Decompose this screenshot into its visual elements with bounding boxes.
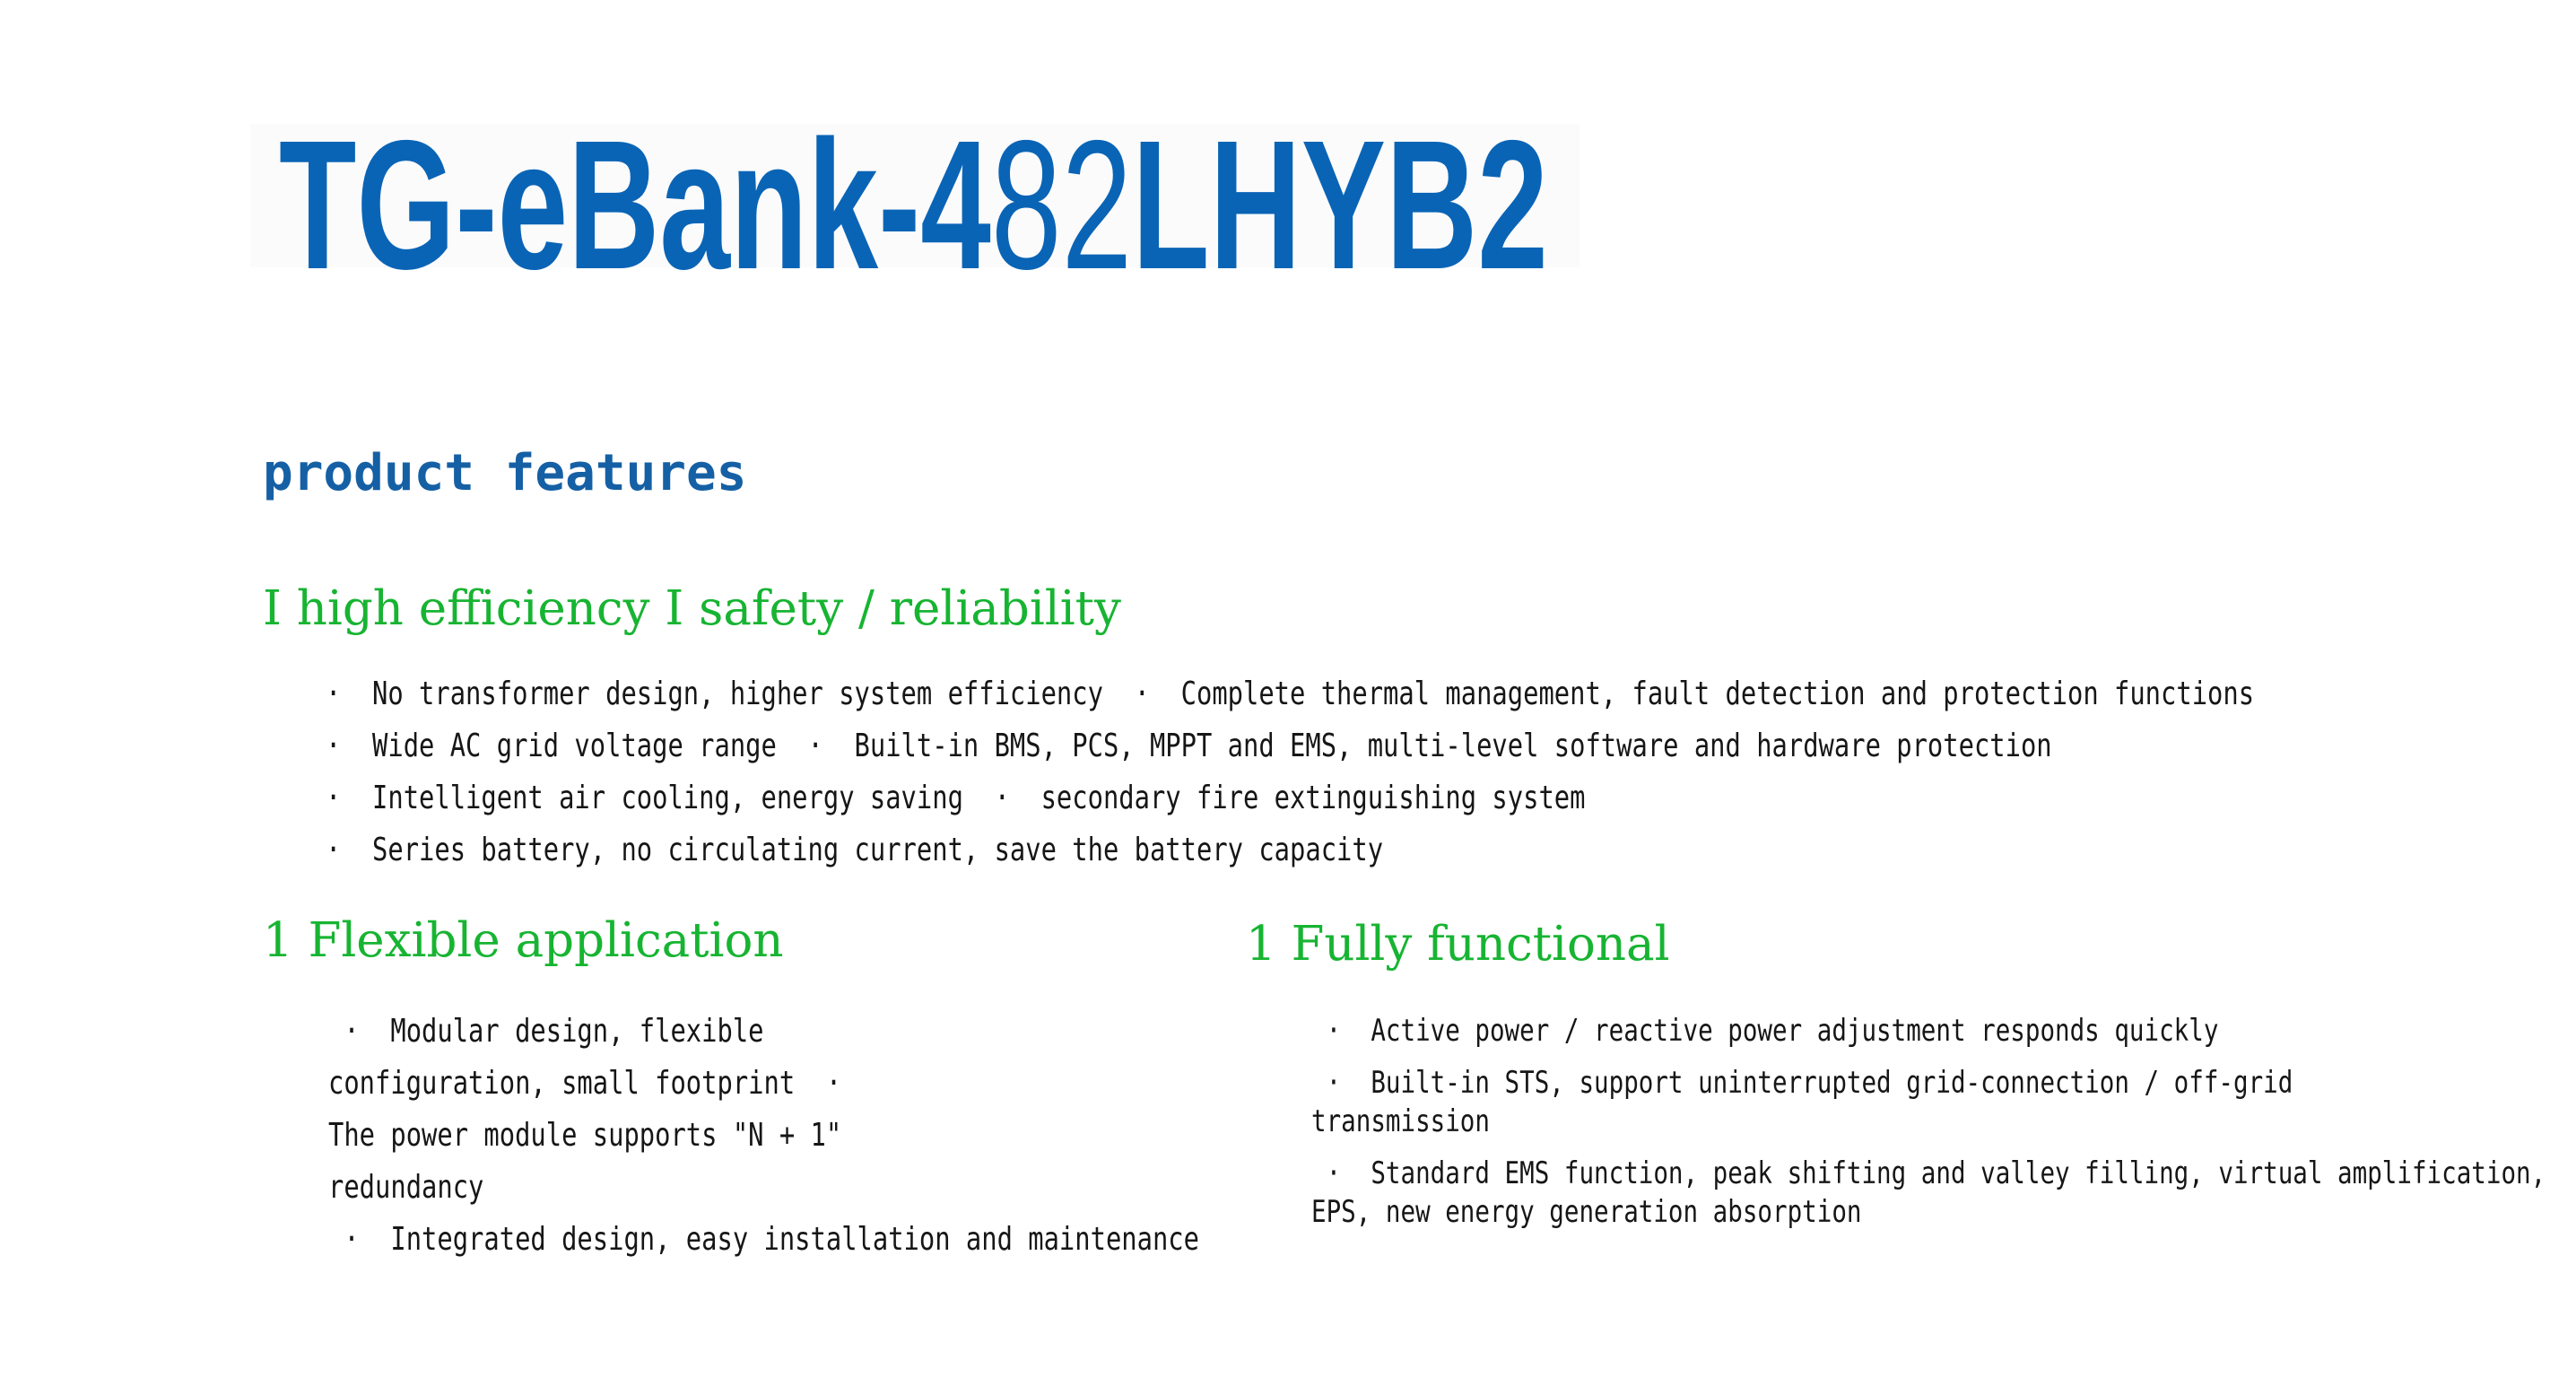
bullet-line-configuration: configuration, small footprint ·: [328, 1065, 842, 1102]
section-heading-flexible-application: 1 Flexible application: [263, 913, 784, 968]
bullet-line-integrated-design: · Integrated design, easy installation a…: [328, 1221, 1199, 1258]
high-efficiency-bullet-list: · No transformer design, higher system e…: [326, 668, 2576, 876]
bullet-line-no-transformer: · No transformer design, higher system e…: [326, 676, 2255, 712]
product-model-title: TG-eBank-482LHYB2: [279, 113, 2119, 297]
product-model-title-text: TG-eBank-482LHYB2: [279, 113, 1548, 297]
bullet-line-eps-absorption: EPS, new energy generation absorption: [1311, 1194, 1862, 1230]
bullet-line-modular-design: · Modular design, flexible: [328, 1013, 764, 1050]
title-segment-regular: 82: [990, 102, 1133, 308]
bullet-line-built-in-sts: · Built-in STS, support uninterrupted gr…: [1311, 1065, 2293, 1101]
title-segment-bold-right: LHYB2: [1132, 102, 1548, 308]
flexible-application-bullet-list: · Modular design, flexible configuration…: [328, 1006, 1417, 1266]
section-heading-high-efficiency-safety: I high efficiency I safety / reliability: [263, 581, 1121, 636]
bullet-line-intelligent-cooling: · Intelligent air cooling, energy saving…: [326, 780, 1586, 816]
fully-functional-bullet-list: · Active power / reactive power adjustme…: [1311, 1012, 2576, 1232]
title-highlight-background: [250, 124, 1580, 267]
bullet-line-power-module: The power module supports "N + 1": [328, 1117, 842, 1154]
bullet-line-series-battery: · Series battery, no circulating current…: [326, 832, 1384, 868]
bullet-line-wide-ac-grid: · Wide AC grid voltage range · Built-in …: [326, 728, 2052, 764]
bullet-line-active-power: · Active power / reactive power adjustme…: [1311, 1013, 2219, 1049]
product-features-heading: product features: [263, 444, 747, 502]
title-segment-bold-left: TG-eBank-4: [279, 102, 991, 308]
bullet-line-redundancy: redundancy: [328, 1169, 484, 1206]
bullet-line-transmission: transmission: [1311, 1103, 1490, 1139]
bullet-line-standard-ems: · Standard EMS function, peak shifting a…: [1311, 1155, 2546, 1191]
section-heading-fully-functional: 1 Fully functional: [1246, 917, 1670, 972]
